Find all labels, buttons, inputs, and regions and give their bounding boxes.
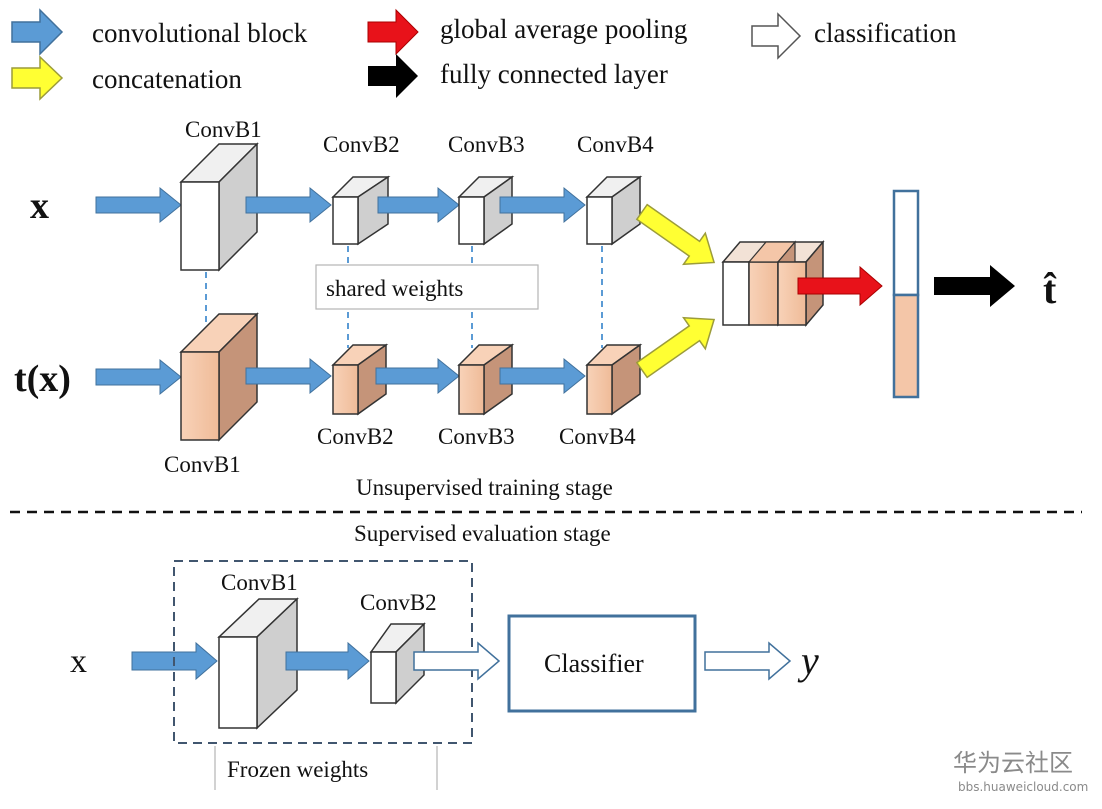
bottom-arrow-b1-b2 (245, 357, 332, 395)
eval-convb2-block (369, 622, 426, 705)
top-convb2-block (331, 175, 391, 246)
legend-white-arrow-icon (751, 12, 802, 60)
eval-convb1-block (217, 597, 299, 730)
top-convb1-block (179, 142, 259, 272)
legend-classification-label: classification (814, 18, 957, 48)
eval-convb1-label: ConvB1 (221, 570, 298, 595)
legend-concatenation-label: concatenation (92, 64, 242, 94)
bottom-input-tx: t(x) (14, 358, 71, 400)
eval-arrow-b1-b2 (285, 641, 370, 681)
top-convb3-block (457, 175, 515, 246)
eval-classification-arrow-1 (413, 641, 501, 681)
supervised-stage-label: Supervised evaluation stage (354, 521, 611, 546)
frozen-weights-label: Frozen weights (227, 757, 368, 782)
eval-output-y: y (797, 638, 819, 683)
legend-fc-label: fully connected layer (440, 59, 668, 89)
bottom-input-arrow (95, 358, 182, 396)
bottom-convb4-label: ConvB4 (559, 424, 636, 449)
classifier-box (507, 614, 697, 713)
bottom-convb1-block (179, 312, 259, 442)
bottom-convb1-label: ConvB1 (164, 452, 241, 477)
pooled-vector (892, 189, 920, 399)
shared-weight-links (205, 246, 603, 348)
legend-yellow-arrow-icon (11, 55, 64, 101)
eval-classification-arrow-2 (704, 641, 792, 681)
bottom-convb3-label: ConvB3 (438, 424, 515, 449)
frozen-weights-box (214, 746, 438, 790)
gap-arrow-icon (797, 265, 883, 307)
top-convb2-label: ConvB2 (323, 132, 400, 157)
output-t-hat: t̂ (1043, 267, 1057, 312)
fc-arrow-icon (934, 265, 1015, 307)
concat-bottom-arrow-icon (635, 316, 716, 379)
watermark-cn: 华为云社区 (953, 749, 1073, 777)
eval-convb2-label: ConvB2 (360, 590, 437, 615)
shared-weights-box (315, 264, 539, 310)
top-arrow-b3-b4 (499, 186, 586, 224)
legend-blue-arrow-icon (11, 8, 64, 56)
shared-weights-label: shared weights (326, 276, 463, 301)
bottom-convb2-label: ConvB2 (317, 424, 394, 449)
bottom-convb4-block (585, 343, 643, 416)
watermark: 华为云社区 bbs.huaweicloud.com (953, 749, 1088, 794)
legend: convolutional block concatenation global… (11, 8, 957, 101)
legend-red-arrow-icon (367, 8, 419, 56)
top-input-arrow (95, 186, 182, 224)
classifier-label: Classifier (544, 649, 644, 678)
top-convb4-block (585, 175, 643, 246)
bottom-convb3-block (457, 343, 515, 416)
legend-gap-label: global average pooling (440, 14, 687, 44)
top-convb3-label: ConvB3 (448, 132, 525, 157)
top-input-x: x (30, 185, 49, 227)
top-convb1-label: ConvB1 (185, 117, 262, 142)
bottom-arrow-b3-b4 (499, 357, 586, 395)
bottom-arrow-b2-b3 (375, 357, 460, 395)
top-arrow-b1-b2 (245, 186, 332, 224)
top-convb4-label: ConvB4 (577, 132, 654, 157)
top-arrow-b2-b3 (377, 186, 460, 224)
watermark-url: bbs.huaweicloud.com (958, 780, 1088, 794)
unsupervised-stage-label: Unsupervised training stage (356, 475, 613, 500)
legend-black-arrow-icon (368, 54, 418, 98)
bottom-convb2-block (331, 343, 389, 416)
eval-input-x: x (70, 643, 87, 680)
concat-top-arrow-icon (635, 203, 716, 266)
legend-conv-block-label: convolutional block (92, 18, 308, 48)
